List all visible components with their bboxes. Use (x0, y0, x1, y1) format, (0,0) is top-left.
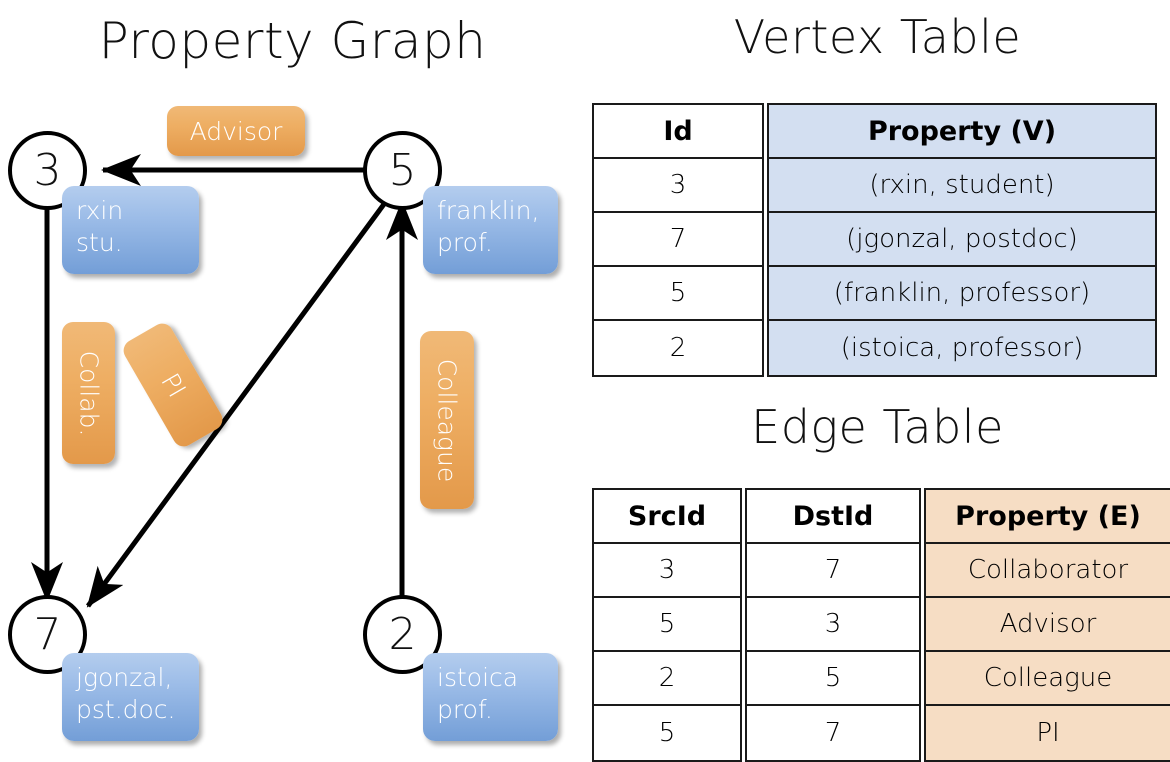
vertex-table-header-id: Id (594, 105, 762, 159)
table-cell: (istoica, professor) (769, 321, 1155, 375)
table-cell: (rxin, student) (769, 159, 1155, 213)
table-cell: 2 (594, 652, 740, 706)
graph-edge-5-7 (85, 194, 393, 608)
node-property-line-1: jgonzal, (76, 663, 173, 692)
table-cell: 5 (594, 598, 740, 652)
graph-node-property-2: istoica prof. (423, 653, 558, 741)
table-cell: PI (926, 706, 1170, 760)
page-title-vertex-table: Vertex Table (733, 10, 1022, 64)
table-cell: 3 (594, 544, 740, 598)
table-cell: 7 (594, 213, 762, 267)
edge-table-header-dstid: DstId (747, 490, 919, 544)
table-cell: 5 (747, 652, 919, 706)
node-property-line-2: pst.doc. (76, 695, 176, 724)
graph-node-property-7: jgonzal, pst.doc. (62, 653, 199, 741)
vertex-table-header-property: Property (V) (769, 105, 1155, 159)
table-cell: 3 (594, 159, 762, 213)
table-cell: 5 (658, 718, 676, 748)
table-cell: (franklin, professor) (769, 267, 1155, 321)
node-property-line-2: stu. (76, 228, 123, 257)
node-property-line-1: istoica (437, 663, 519, 692)
edge-table: SrcId 3 5 2 5 DstId 7 3 5 7 Property (E)… (592, 488, 1170, 762)
vertex-table: Id 3 7 5 2 Property (V) (rxin, student) … (592, 103, 1157, 377)
edge-table-header-srcid: SrcId (594, 490, 740, 544)
table-cell: (jgonzal, postdoc) (769, 213, 1155, 267)
property-graph-panel: 3 5 7 2 rxin stu. franklin, prof. jgonza… (0, 0, 585, 760)
edge-table-header-property: Property (E) (926, 490, 1170, 544)
vertex-table-column-id: Id 3 7 5 2 (592, 103, 764, 377)
table-cell: 5 (594, 267, 762, 321)
table-cell: Colleague (926, 652, 1170, 706)
table-cell: 3 (747, 598, 919, 652)
edge-table-column-property: Property (E) Collaborator Advisor Collea… (924, 488, 1170, 762)
edge-table-column-srcid: SrcId 3 5 2 5 (592, 488, 742, 762)
graph-edge-label-advisor: Advisor (167, 106, 305, 156)
node-property-line-2: prof. (437, 228, 493, 257)
page-title-property-graph: Property Graph (98, 12, 487, 70)
table-cell: 2 (669, 333, 687, 363)
table-cell: 7 (747, 544, 919, 598)
edge-table-column-dstid: DstId 7 3 5 7 (745, 488, 921, 762)
table-cell: Collaborator (926, 544, 1170, 598)
table-cell: 7 (824, 718, 842, 748)
node-property-line-2: prof. (437, 695, 493, 724)
vertex-table-column-property: Property (V) (rxin, student) (jgonzal, p… (767, 103, 1157, 377)
graph-node-property-5: franklin, prof. (423, 186, 558, 274)
node-property-line-1: franklin, (437, 196, 540, 225)
graph-edges-svg (31, 154, 418, 608)
page-title-edge-table: Edge Table (751, 400, 1004, 454)
graph-node-property-3: rxin stu. (62, 186, 199, 274)
graph-edge-label-collab: Collab. (62, 322, 115, 464)
graph-edge-label-colleague: Colleague (420, 331, 474, 509)
node-property-line-1: rxin (76, 196, 124, 225)
table-cell: Advisor (926, 598, 1170, 652)
graph-node-2[interactable]: 2 (363, 595, 442, 674)
